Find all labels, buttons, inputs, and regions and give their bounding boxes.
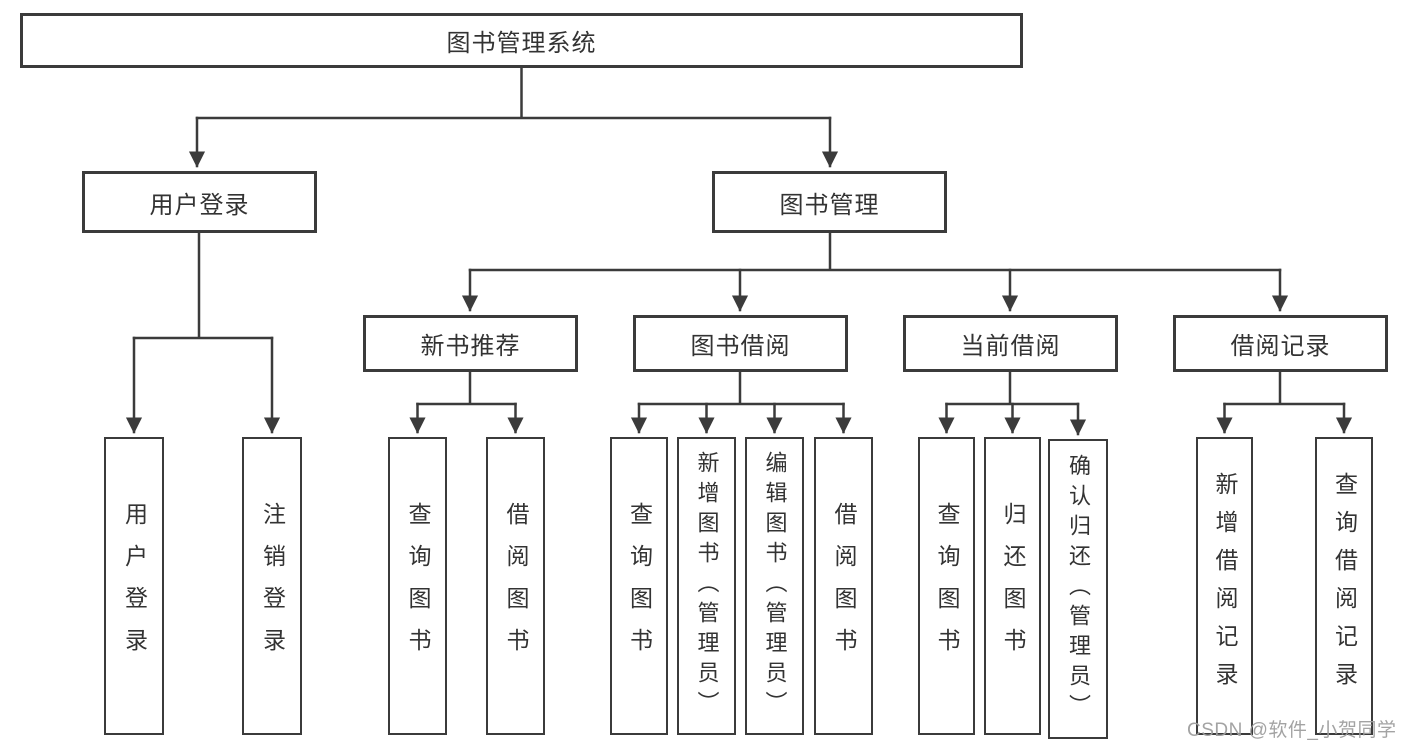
connector-user-login-trunk bbox=[132, 231, 274, 340]
leaf-br-add-record: 新增借阅记录 bbox=[1196, 437, 1253, 735]
leaf-nb-borrow-book: 借阅图书 bbox=[486, 437, 545, 735]
node-borrow-records: 借阅记录 bbox=[1173, 315, 1388, 372]
connector-book-borrow-trunk bbox=[637, 370, 845, 406]
leaf-label: 编辑图书（管理员） bbox=[762, 451, 788, 721]
leaf-label: 用户登录 bbox=[121, 502, 148, 670]
leaf-bb-borrow-book: 借阅图书 bbox=[814, 437, 873, 735]
leaf-br-query-record: 查询借阅记录 bbox=[1315, 437, 1373, 735]
node-new-book-recommend: 新书推荐 bbox=[363, 315, 578, 372]
leaf-label: 查询借阅记录 bbox=[1331, 472, 1358, 700]
leaf-bb-query-book: 查询图书 bbox=[610, 437, 668, 735]
node-label: 图书借阅 bbox=[690, 333, 791, 360]
node-user-login: 用户登录 bbox=[82, 171, 317, 233]
connector-root-trunk bbox=[195, 66, 832, 120]
leaf-label: 新增图书（管理员） bbox=[694, 451, 720, 721]
connector-book-management-trunk bbox=[468, 231, 1282, 272]
leaf-label: 查询图书 bbox=[934, 502, 960, 670]
leaf-nb-query-book: 查询图书 bbox=[388, 437, 447, 735]
node-label: 借阅记录 bbox=[1230, 333, 1331, 360]
node-label: 当前借阅 bbox=[960, 333, 1061, 360]
connector-new-book-trunk bbox=[416, 370, 517, 406]
leaf-cb-confirm-return-admin: 确认归还（管理员） bbox=[1048, 439, 1108, 739]
leaf-label: 归还图书 bbox=[1000, 502, 1026, 670]
leaf-cb-query-book: 查询图书 bbox=[918, 437, 975, 735]
node-current-borrow: 当前借阅 bbox=[903, 315, 1118, 372]
csdn-watermark: CSDN @软件_小贺同学 bbox=[1187, 720, 1397, 741]
leaf-cb-return-book: 归还图书 bbox=[984, 437, 1041, 735]
node-label: 用户登录 bbox=[149, 191, 250, 219]
leaf-label: 确认归还（管理员） bbox=[1066, 454, 1091, 724]
node-library-management-system: 图书管理系统 bbox=[20, 13, 1023, 68]
leaf-label: 新增借阅记录 bbox=[1212, 472, 1238, 700]
node-book-management: 图书管理 bbox=[712, 171, 947, 233]
leaf-user-login: 用户登录 bbox=[104, 437, 164, 735]
leaf-label: 注销登录 bbox=[259, 502, 286, 670]
node-label: 图书管理 bbox=[779, 191, 880, 219]
connector-current-borrow-trunk bbox=[945, 370, 1080, 406]
connector-borrow-records-trunk bbox=[1223, 370, 1346, 406]
leaf-label: 借阅图书 bbox=[831, 502, 857, 670]
node-label: 图书管理系统 bbox=[446, 30, 597, 57]
leaf-logout: 注销登录 bbox=[242, 437, 302, 735]
leaf-bb-add-book-admin: 新增图书（管理员） bbox=[677, 437, 736, 735]
leaf-label: 查询图书 bbox=[626, 502, 653, 670]
node-label: 新书推荐 bbox=[420, 333, 521, 360]
leaf-bb-edit-book-admin: 编辑图书（管理员） bbox=[745, 437, 804, 735]
leaf-label: 借阅图书 bbox=[503, 502, 529, 670]
node-book-borrow: 图书借阅 bbox=[633, 315, 848, 372]
leaf-label: 查询图书 bbox=[405, 502, 431, 670]
